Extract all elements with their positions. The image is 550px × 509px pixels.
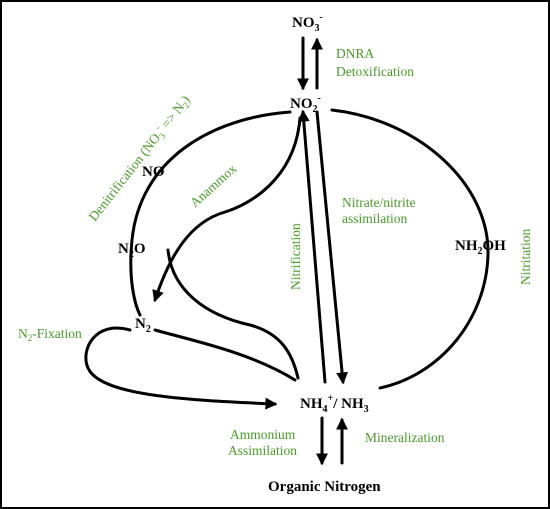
label-detoxification: Detoxification [336, 64, 414, 79]
node-no2: NO2- [290, 93, 321, 115]
denitrification-arc [129, 110, 292, 317]
label-assimilation: Assimilation [228, 443, 297, 458]
label-anammox: Anammox [187, 161, 240, 210]
label-dnra: DNRA [336, 46, 375, 61]
node-no: NO [142, 164, 165, 180]
assimilation-arrow [315, 110, 349, 385]
label-nitritation: Nitritation [518, 229, 533, 285]
label-ammonium: Ammonium [230, 427, 296, 442]
node-organic-nitrogen: Organic Nitrogen [268, 479, 381, 495]
node-nh2oh: NH2OH [455, 238, 506, 257]
node-nh4-nh3: NH4+/ NH3 [300, 393, 369, 415]
n2-to-nh4-line [153, 328, 297, 382]
label-nitrification: Nitrification [288, 223, 303, 290]
label-nitrate-assimilation-2: assimilation [342, 211, 407, 226]
node-n2: N2 [135, 316, 151, 335]
anammox-nh4-curve [166, 248, 300, 380]
anammox-arrow [152, 116, 302, 303]
n2-fixation-arrow [84, 326, 278, 410]
nitritation-arc [330, 108, 490, 390]
node-n2o: N2O [118, 241, 146, 260]
label-nitrate-assimilation-1: Nitrate/nitrite [342, 195, 415, 210]
nitrification-arrow [297, 109, 327, 384]
label-mineralization: Mineralization [365, 430, 445, 445]
label-n2-fixation: N2-Fixation [18, 326, 82, 343]
node-no3: NO3- [292, 12, 323, 34]
